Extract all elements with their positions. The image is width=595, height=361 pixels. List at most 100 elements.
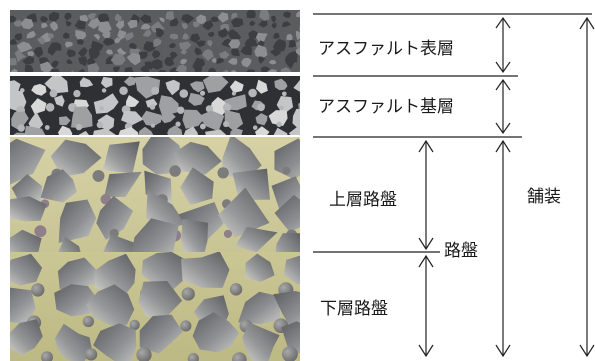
aggregate-stone <box>231 12 238 20</box>
aggregate-stone <box>246 69 256 72</box>
aggregate-pebble <box>229 283 243 296</box>
aggregate-stone <box>102 37 116 46</box>
aggregate-stone <box>271 15 276 23</box>
aggregate-pebble <box>217 167 229 179</box>
aggregate-stone <box>300 60 306 66</box>
aggregate-pebble <box>252 125 258 130</box>
aggregate-stone <box>221 137 262 180</box>
aggregate-stone <box>71 106 93 129</box>
aggregate-stone <box>13 20 23 27</box>
aggregate-stone <box>10 196 47 222</box>
aggregate-stone <box>64 41 73 48</box>
aggregate-stone <box>102 31 111 39</box>
aggregate-stone <box>10 15 17 23</box>
aggregate-stone <box>113 66 120 72</box>
aggregate-stone <box>143 41 157 53</box>
lower-roadbed-arrow <box>418 254 434 358</box>
aggregate-pebble <box>73 89 81 98</box>
aggregate-stone <box>58 236 81 252</box>
aggregate-stone <box>31 83 47 96</box>
aggregate-stone <box>229 80 244 93</box>
aggregate-pebble <box>276 121 282 128</box>
surface-aggregate <box>10 10 306 72</box>
label-lower-roadbed: 下層路盤 <box>320 299 388 319</box>
aggregate-stone <box>153 38 162 48</box>
aggregate-stone <box>275 233 300 252</box>
aggregate-pebble <box>223 229 232 238</box>
aggregate-stone <box>205 129 227 135</box>
aggregate-pebble <box>17 124 25 132</box>
aggregate-stone <box>22 55 35 65</box>
aggregate-stone <box>24 64 34 72</box>
aggregate-stone <box>255 126 270 135</box>
aggregate-pebble <box>151 86 160 95</box>
aggregate-stone <box>76 39 85 45</box>
aggregate-pebble <box>129 319 140 331</box>
aggregate-stone <box>202 20 214 31</box>
base-thickness-arrow <box>495 78 511 135</box>
aggregate-stone <box>267 69 277 72</box>
aggregate-stone <box>256 79 268 94</box>
aggregate-stone <box>16 41 33 53</box>
aggregate-stone <box>298 25 300 31</box>
aggregate-pebble <box>187 352 199 361</box>
aggregate-stone <box>93 33 101 41</box>
aggregate-stone <box>181 14 195 24</box>
aggregate-stone <box>58 199 97 243</box>
aggregate-stone <box>245 253 275 282</box>
aggregate-pebble <box>175 121 181 127</box>
aggregate-stone <box>168 42 176 48</box>
aggregate-stone <box>211 57 217 63</box>
aggregate-pebble <box>101 88 107 93</box>
aggregate-stone <box>217 12 229 23</box>
aggregate-stone <box>169 33 178 40</box>
aggregate-pebble <box>181 287 195 301</box>
aggregate-stone <box>228 39 241 50</box>
aggregate-stone <box>10 287 36 324</box>
aggregate-stone <box>248 30 259 40</box>
aggregate-stone <box>10 58 17 66</box>
aggregate-pebble <box>279 105 284 110</box>
aggregate-pebble <box>199 123 206 130</box>
aggregate-pebble <box>223 121 230 128</box>
aggregate-stone <box>192 21 201 28</box>
aggregate-stone <box>58 125 73 135</box>
aggregate-stone <box>281 321 300 356</box>
aggregate-stone <box>139 14 152 23</box>
aggregate-pebble <box>44 125 50 130</box>
aggregate-stone <box>54 323 93 361</box>
aggregate-stone <box>66 59 73 65</box>
aggregate-stone <box>196 14 207 24</box>
aggregate-stone <box>189 33 201 43</box>
aggregate-stone <box>10 80 21 94</box>
aggregate-stone <box>138 280 183 318</box>
aggregate-stone <box>254 44 268 59</box>
aggregate-pebble <box>248 88 257 98</box>
aggregate-stone <box>180 50 188 55</box>
aggregate-stone <box>207 31 215 37</box>
aggregate-stone <box>240 44 253 56</box>
aggregate-stone <box>158 69 167 72</box>
aggregate-stone <box>242 322 280 361</box>
aggregate-pebble <box>176 106 185 114</box>
aggregate-pebble <box>34 225 47 238</box>
aggregate-stone <box>14 33 23 41</box>
aggregate-stone <box>260 66 271 72</box>
aggregate-stone <box>141 252 188 291</box>
aggregate-stone <box>121 110 144 126</box>
aggregate-pebble <box>136 347 152 361</box>
aggregate-stone <box>33 46 43 58</box>
aggregate-stone <box>142 29 152 37</box>
aggregate-stone <box>140 23 151 30</box>
aggregate-stone <box>274 138 300 180</box>
aggregate-stone <box>47 33 55 39</box>
aggregate-stone <box>295 48 300 56</box>
aggregate-stone <box>188 92 205 106</box>
aggregate-stone <box>103 71 105 72</box>
aggregate-stone <box>127 19 138 29</box>
aggregate-stone <box>138 51 148 59</box>
aggregate-stone <box>64 12 72 21</box>
aggregate-stone <box>180 167 214 205</box>
aggregate-stone <box>155 28 164 38</box>
aggregate-stone <box>123 76 138 87</box>
